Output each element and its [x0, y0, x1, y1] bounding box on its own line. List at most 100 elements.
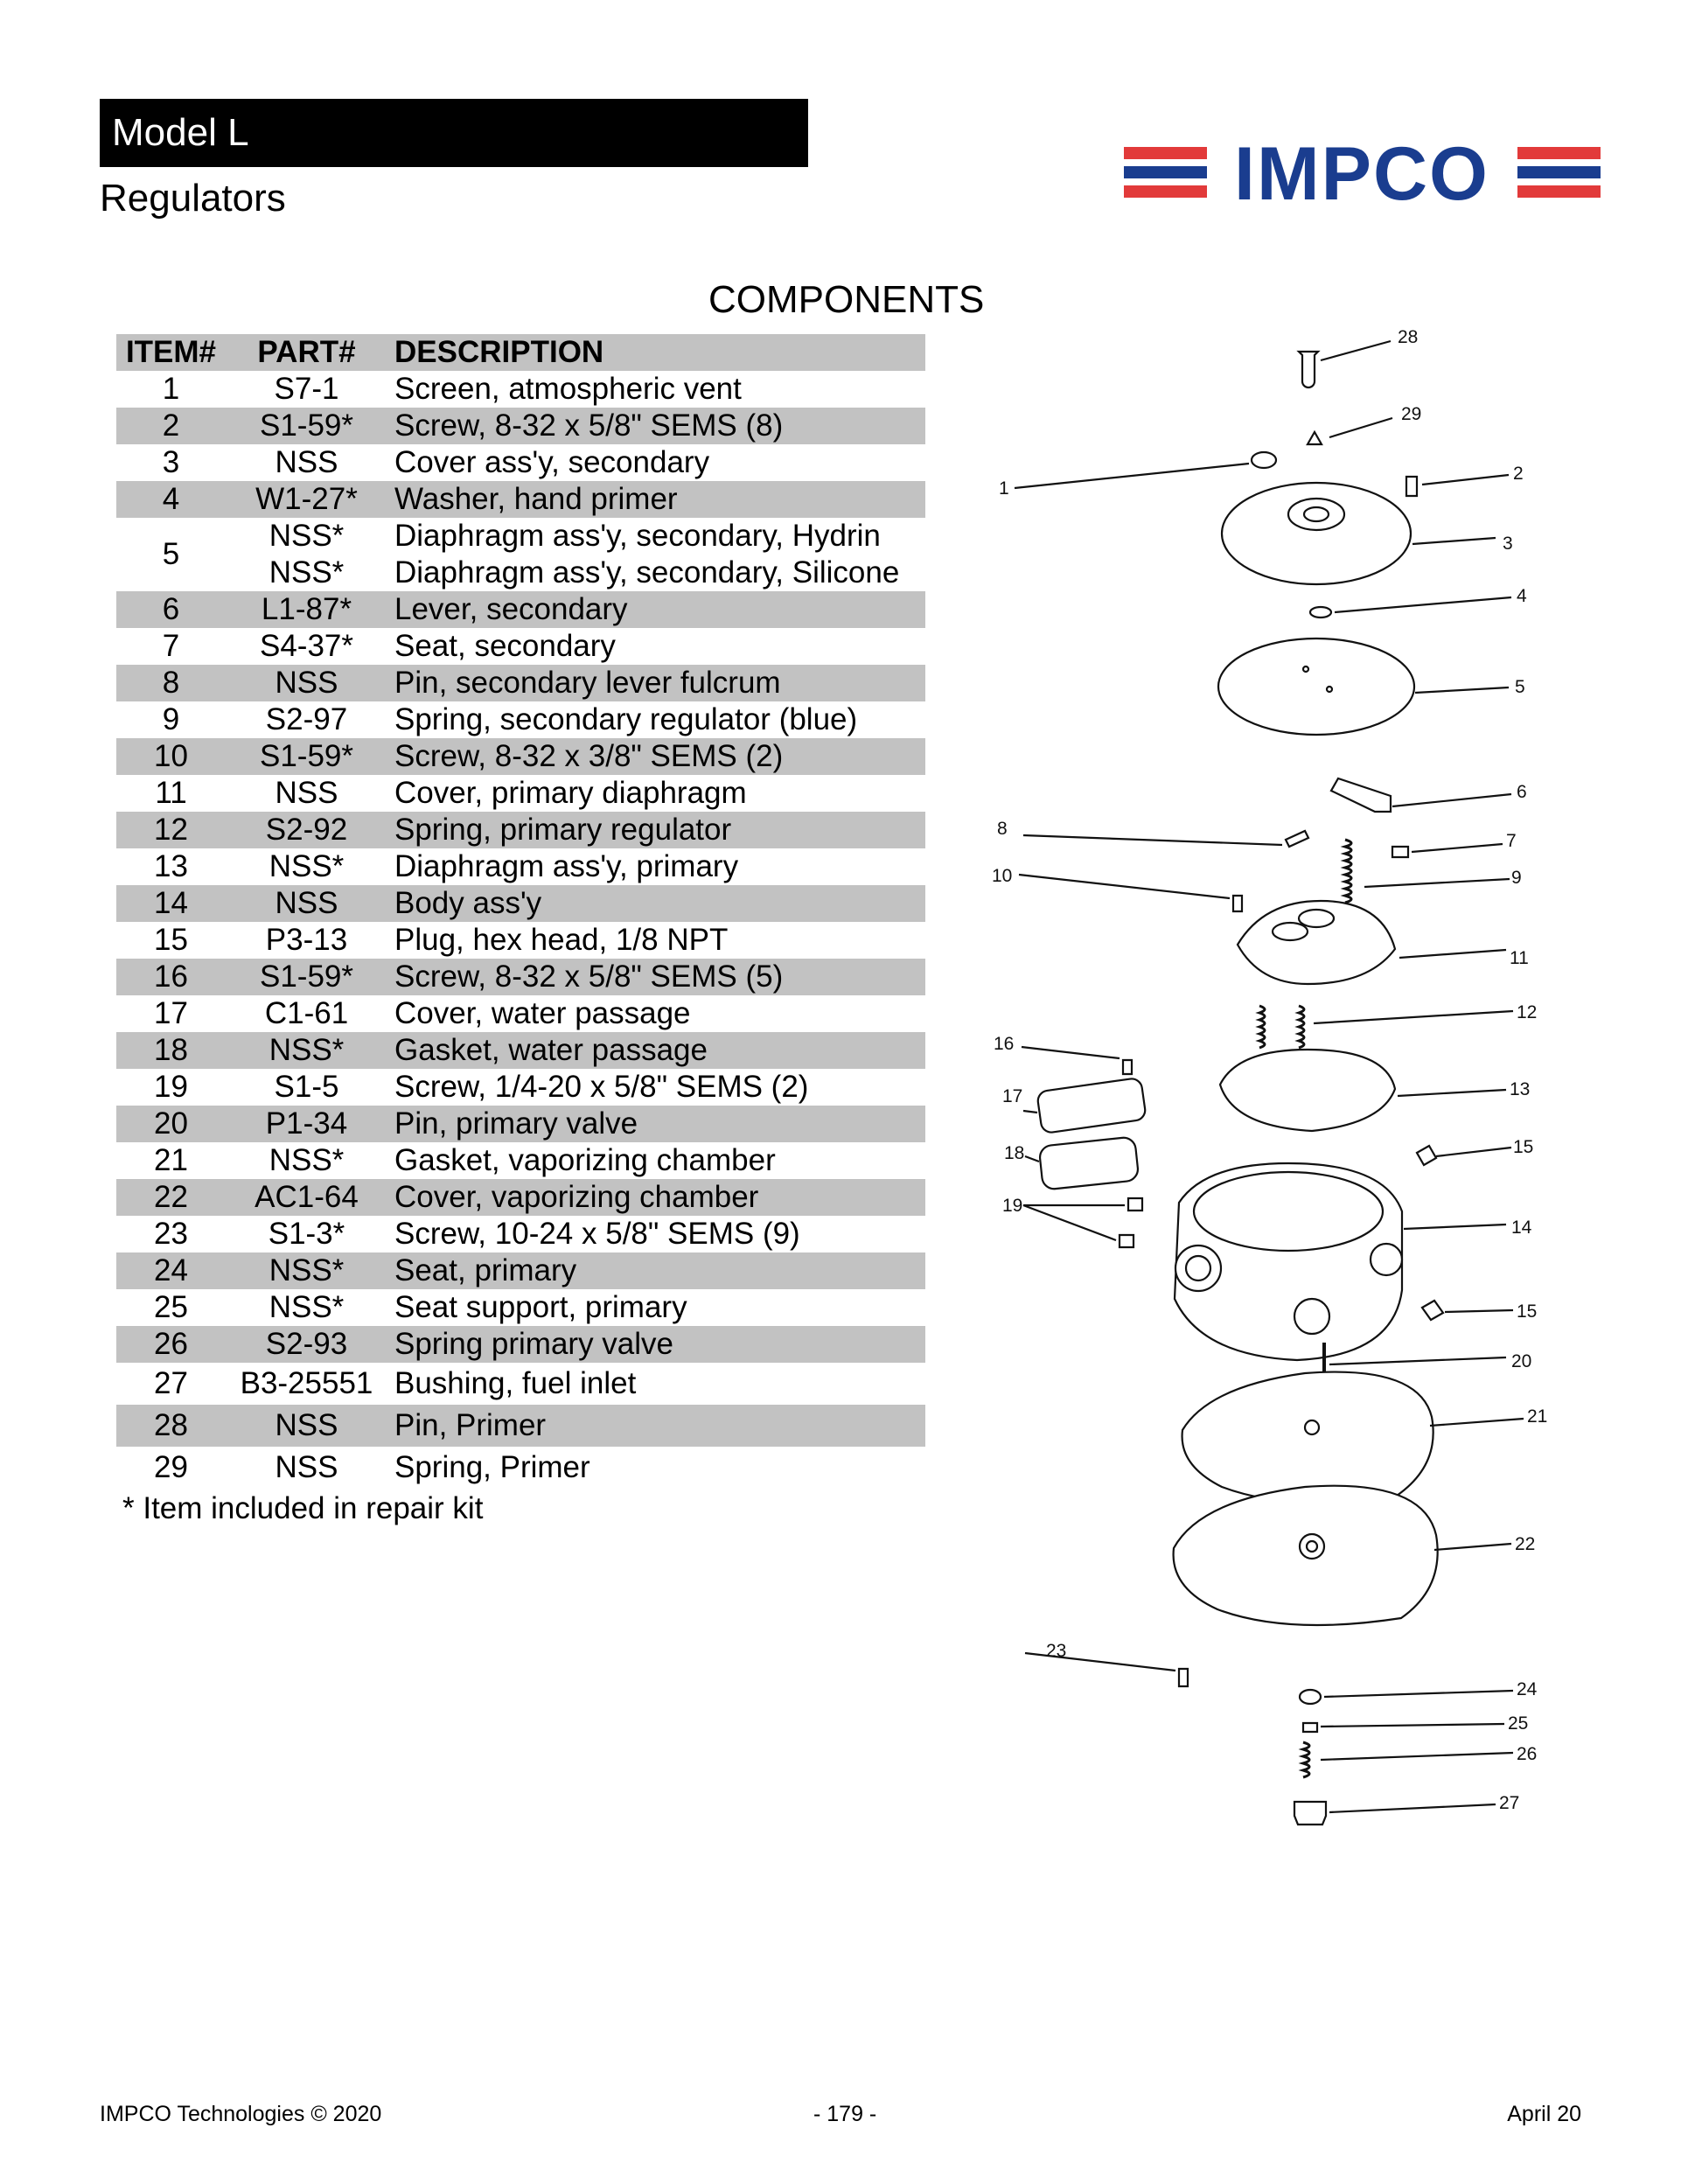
callout-label: 20 [1511, 1351, 1531, 1371]
part-number: S1-5 [274, 1070, 339, 1104]
part-description: Gasket, water passage [394, 1033, 708, 1067]
item-number: 19 [154, 1070, 188, 1104]
part-number: NSS [275, 1408, 338, 1442]
part-description: Diaphragm ass'y, secondary, Silicone [394, 555, 900, 590]
item-number: 11 [155, 776, 187, 810]
callout-label: 26 [1517, 1744, 1537, 1764]
part-number: S1-59* [259, 408, 354, 443]
part-number: NSS* [269, 849, 345, 883]
callout-label: 4 [1517, 586, 1527, 606]
callout-label: 13 [1510, 1079, 1530, 1099]
column-header-item: ITEM# [125, 335, 217, 369]
part-description: Body ass'y [394, 886, 542, 920]
callout-label: 3 [1503, 534, 1513, 554]
part-description: Spring, secondary regulator (blue) [394, 702, 858, 736]
callout-label: 12 [1517, 1002, 1537, 1022]
part-number: NSS* [269, 1290, 345, 1324]
callout-label: 21 [1527, 1406, 1547, 1427]
part-number: S4-37* [259, 629, 354, 663]
callout-label: 10 [992, 866, 1012, 886]
callout-label: 22 [1515, 1534, 1535, 1554]
part-description: Spring, Primer [394, 1450, 590, 1484]
item-number: 28 [154, 1408, 188, 1442]
part-description: Cover, water passage [394, 996, 691, 1030]
callout-label: 23 [1046, 1641, 1066, 1661]
item-number: 26 [154, 1327, 188, 1361]
table-row: NSS* Diaphragm ass'y, secondary, Silicone [116, 555, 925, 591]
part-number: NSS [275, 445, 338, 479]
item-number: 16 [154, 959, 188, 994]
part-number: NSS* [269, 1253, 345, 1287]
item-number: 22 [154, 1180, 188, 1214]
callout-label: 6 [1517, 782, 1527, 802]
callout-label: 15 [1513, 1137, 1533, 1157]
item-number: 17 [154, 996, 188, 1030]
footer-page-number: - 179 - [813, 2102, 877, 2126]
part-number: NSS* [269, 555, 345, 590]
part-description: Screw, 8-32 x 5/8" SEMS (5) [394, 959, 784, 994]
table-row: 3 NSS Cover ass'y, secondary [116, 444, 925, 481]
callout-label: 27 [1499, 1793, 1519, 1813]
callout-label: 24 [1517, 1679, 1538, 1699]
table-header-row: ITEM# PART# DESCRIPTION [116, 334, 925, 371]
item-number: 27 [154, 1366, 188, 1400]
part-description: Cover ass'y, secondary [394, 445, 710, 479]
item-number: 18 [154, 1033, 188, 1067]
table-row: 19 S1-5 Screw, 1/4-20 x 5/8" SEMS (2) [116, 1069, 925, 1106]
part-description: Diaphragm ass'y, secondary, Hydrin [394, 519, 881, 553]
callout-label: 25 [1508, 1713, 1528, 1734]
part-description: Screw, 8-32 x 5/8" SEMS (8) [394, 408, 784, 443]
part-description: Lever, secondary [394, 592, 628, 626]
item-number: 8 [162, 666, 180, 700]
callout-label: 2 [1513, 464, 1524, 484]
part-number: S1-59* [259, 959, 354, 994]
part-number: NSS [275, 886, 338, 920]
callout-label: 29 [1401, 404, 1421, 424]
callout-label: 8 [997, 819, 1008, 839]
callout-label: 17 [1002, 1086, 1022, 1106]
part-description: Spring, primary regulator [394, 813, 732, 847]
part-number: L1-87* [261, 592, 352, 626]
part-number: S2-92 [265, 813, 348, 847]
item-number: 9 [162, 702, 180, 736]
part-number: NSS* [269, 1143, 345, 1177]
item-number: 21 [154, 1143, 188, 1177]
item-number: 13 [154, 849, 188, 883]
part-description: Seat, secondary [394, 629, 616, 663]
part-description: Bushing, fuel inlet [394, 1366, 637, 1400]
part-description: Cover, primary diaphragm [394, 776, 747, 810]
item-number: 3 [162, 445, 180, 479]
callout-label: 19 [1002, 1196, 1022, 1216]
part-number: S1-3* [268, 1217, 345, 1251]
part-description: Gasket, vaporizing chamber [394, 1143, 776, 1177]
callout-label: 5 [1515, 677, 1525, 697]
part-number: S7-1 [274, 372, 339, 406]
part-description: Cover, vaporizing chamber [394, 1180, 759, 1214]
part-number: P1-34 [265, 1106, 348, 1141]
item-number: 20 [154, 1106, 188, 1141]
page-subtitle: Regulators [100, 177, 286, 220]
part-number: NSS* [269, 519, 345, 553]
part-description: Screw, 1/4-20 x 5/8" SEMS (2) [394, 1070, 809, 1104]
part-description: Screw, 10-24 x 5/8" SEMS (9) [394, 1217, 800, 1251]
part-number: NSS [275, 666, 338, 700]
